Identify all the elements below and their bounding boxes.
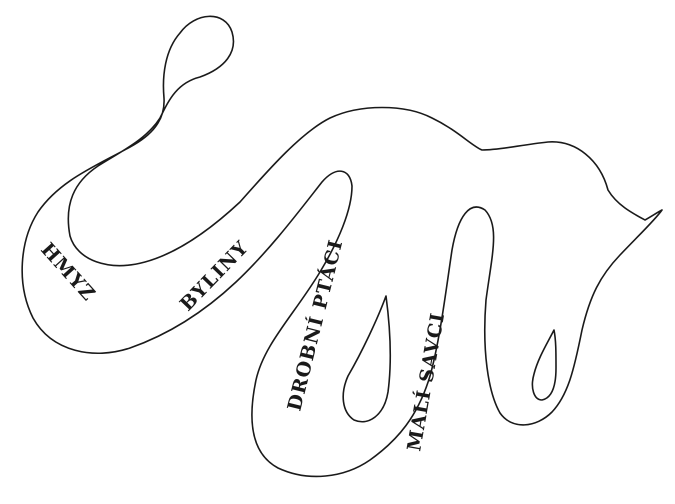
- label-hmyz: HMYZ: [36, 239, 99, 306]
- label-drobni-ptaci: DROBNÍ PTÁCI: [283, 237, 348, 413]
- label-mali-savci: MALÍ SAVCI: [402, 311, 449, 453]
- inner-tongue-right: [532, 330, 556, 400]
- inner-tongue-left: [343, 296, 390, 422]
